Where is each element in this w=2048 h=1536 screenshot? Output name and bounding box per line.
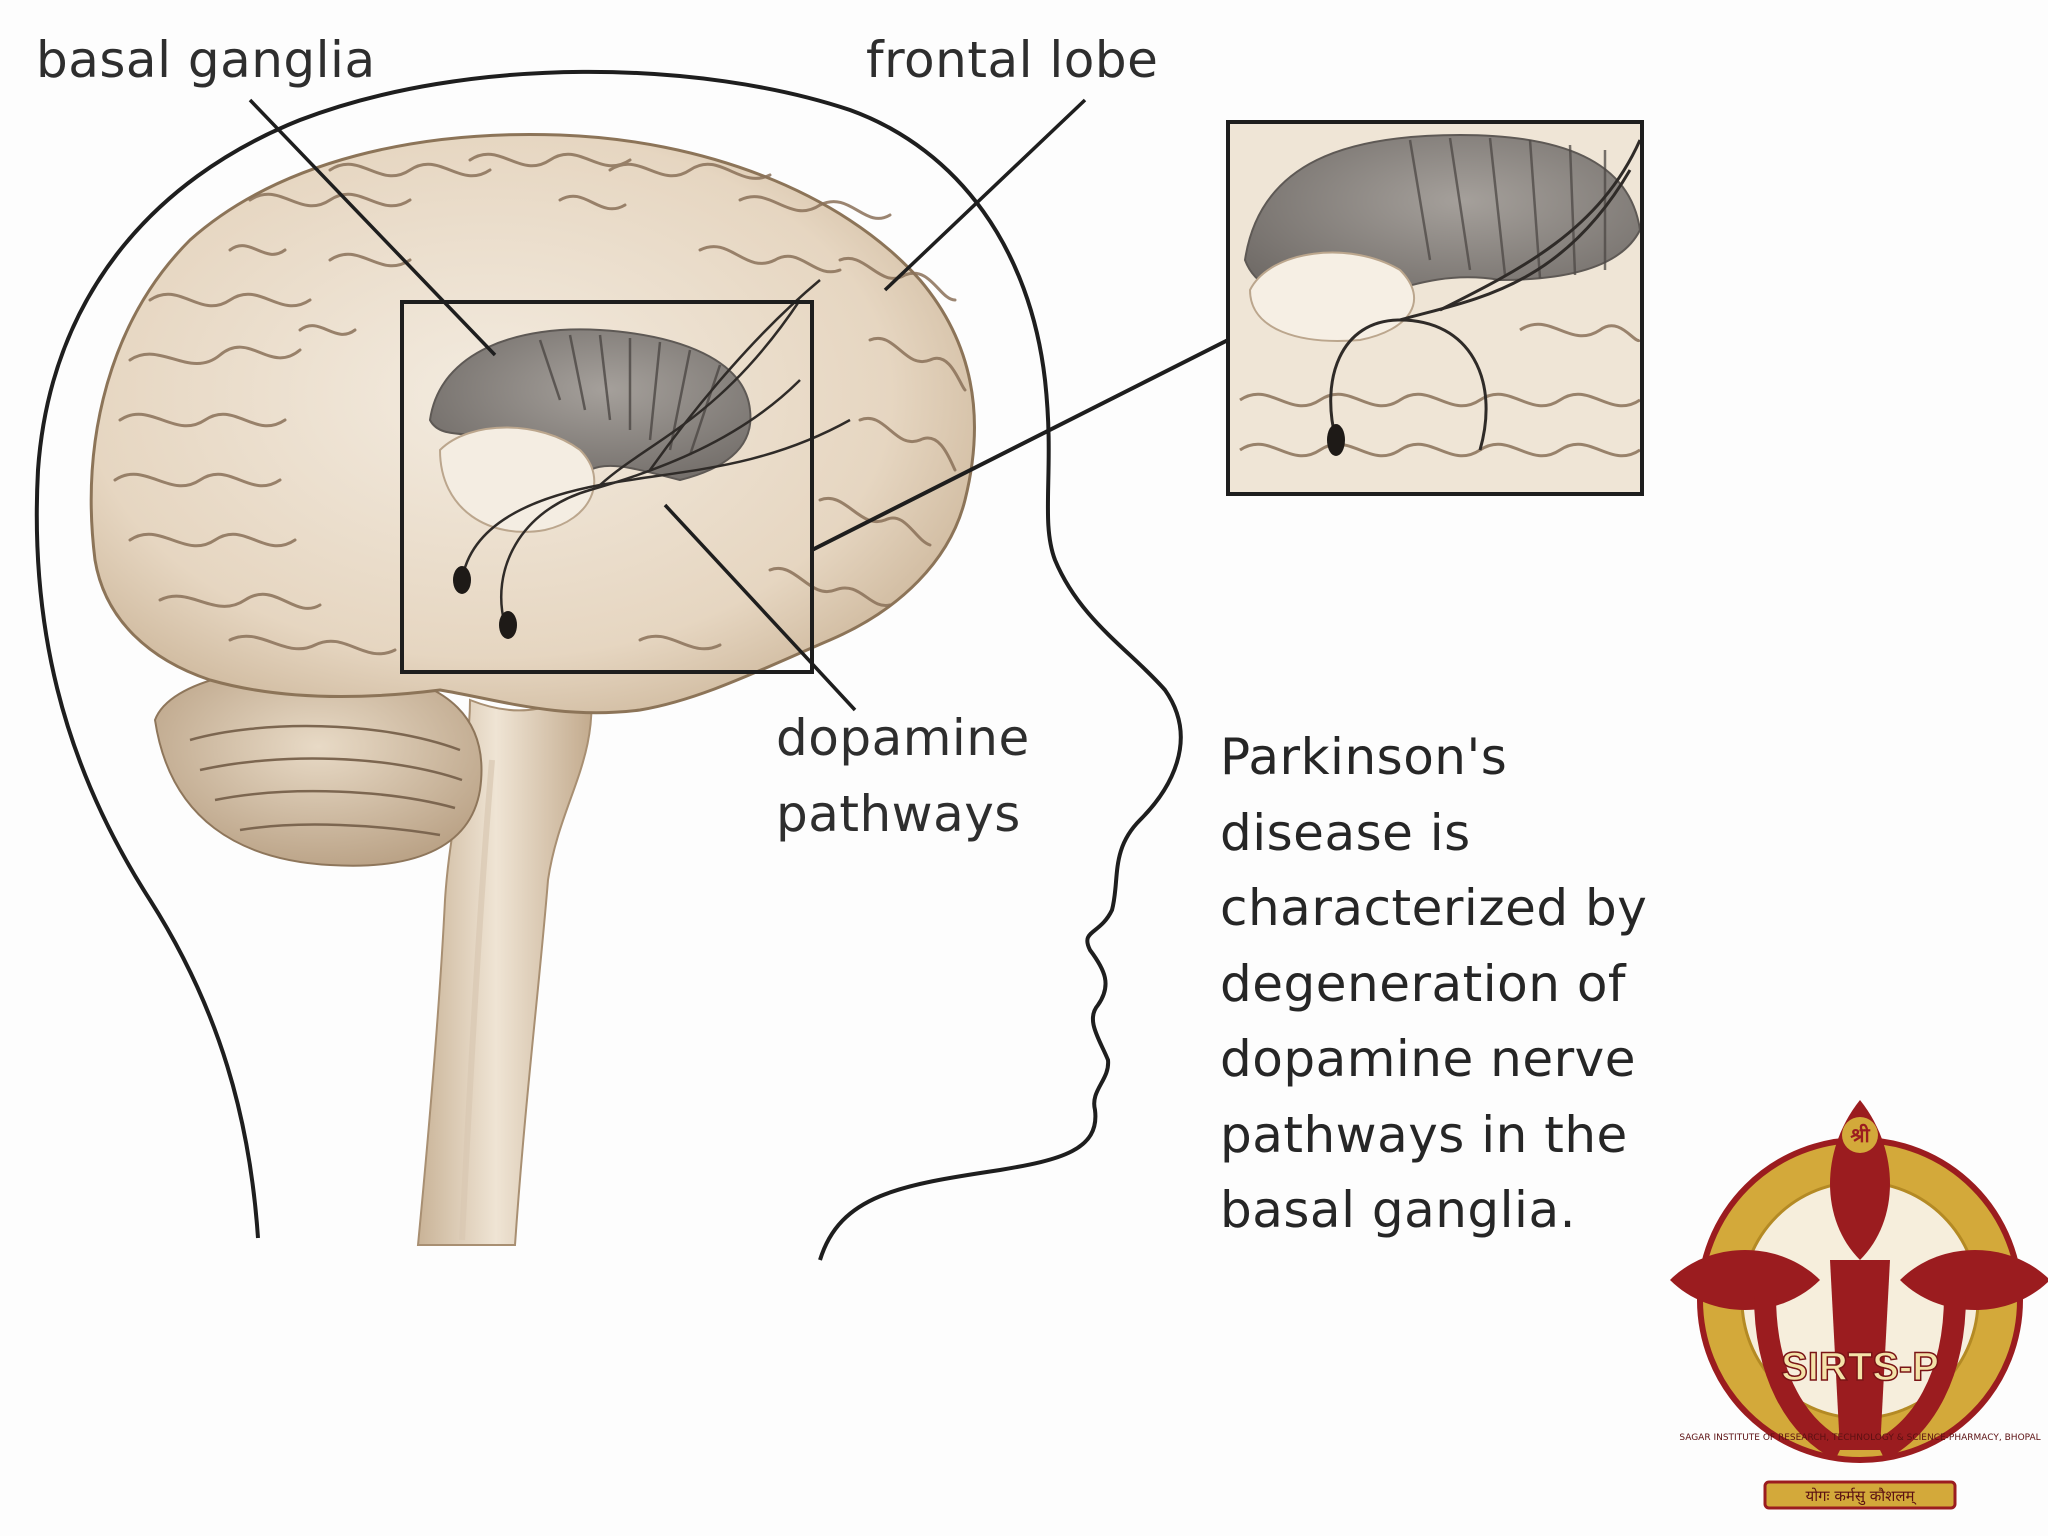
label-dopamine-pathways-line2: pathways [776,785,1021,843]
caption-line: degeneration of [1220,954,1627,1013]
caption-line: dopamine nerve [1220,1030,1637,1088]
logo-acronym: SIRTS-P [1781,1345,1939,1389]
zoom-connector-line [811,338,1229,552]
sirts-p-logo: श्री SIRTS-P SAGAR INSTITUTE OF RESEARCH… [1670,1100,2048,1510]
basal-ganglia-leader-line [248,98,497,357]
caption-line: pathways in the [1220,1105,1628,1164]
zoom-region-box [400,300,814,674]
inset-magnified-view [1226,120,1644,496]
label-frontal-lobe: frontal lobe [866,31,1159,89]
caption-line: basal ganglia. [1220,1181,1576,1239]
cerebrum [89,133,977,715]
dopamine-pathways-leader-line [663,503,857,712]
label-basal-ganglia: basal ganglia [36,31,376,89]
caption-text: Parkinson's disease is characterized by … [1220,720,1740,1249]
caption-line: disease is [1220,803,1471,862]
logo-ring-text: SAGAR INSTITUTE OF RESEARCH, TECHNOLOGY … [1679,1433,2040,1443]
logo-top-glyph: श्री [1850,1123,1870,1147]
frontal-lobe-leader-line [883,98,1087,292]
label-dopamine-pathways-line1: dopamine [776,709,1030,767]
logo-motto: योगः कर्मसु कौशलम् [1806,1487,1917,1506]
caption-line: characterized by [1220,879,1648,937]
head-silhouette [34,69,1183,1261]
caption-line: Parkinson's [1220,728,1508,786]
